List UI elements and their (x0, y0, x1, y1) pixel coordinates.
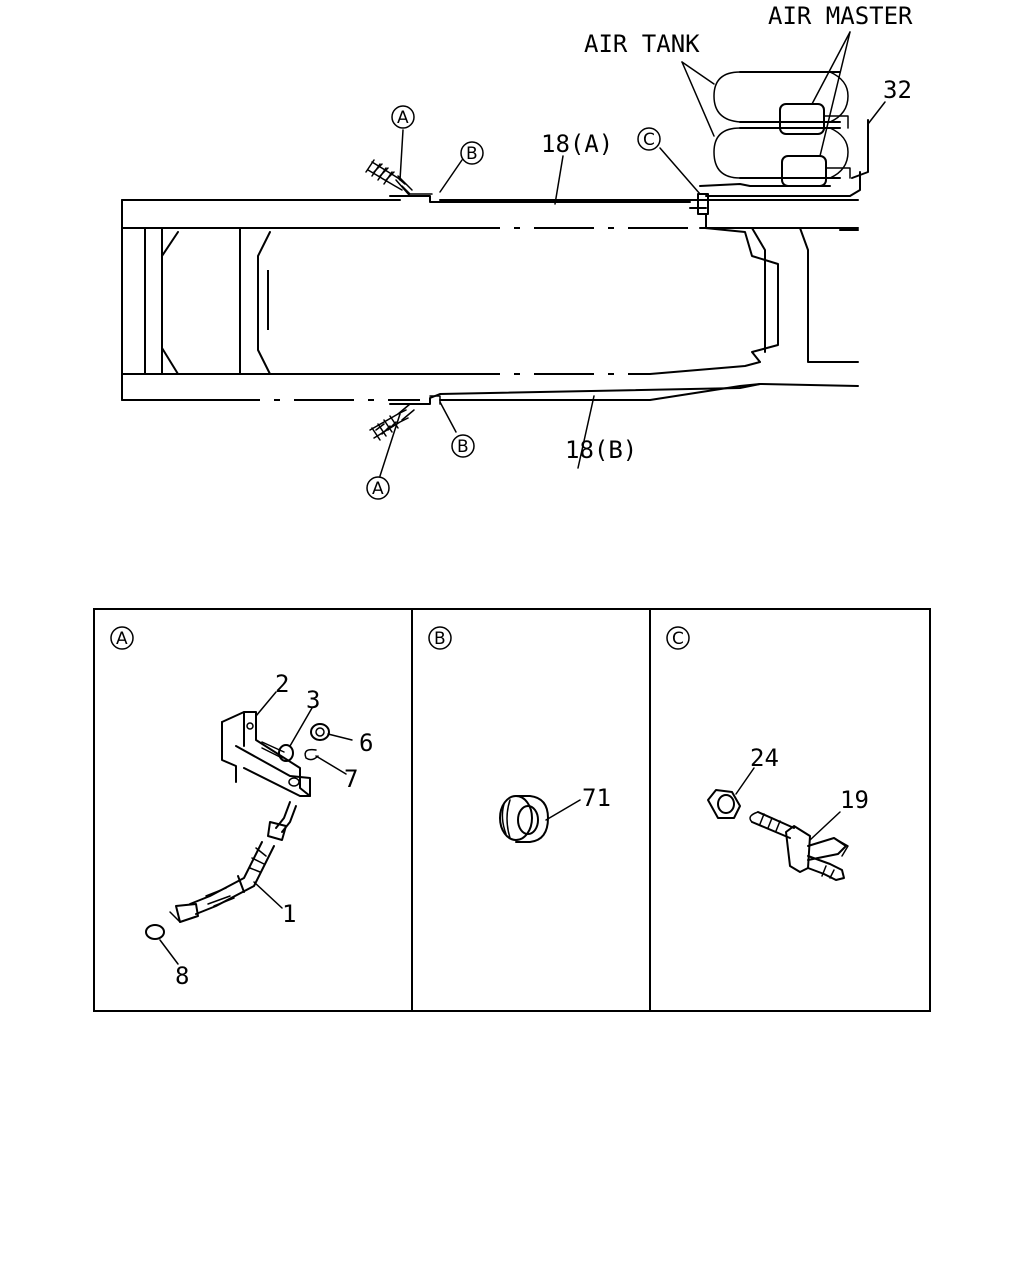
panel-b-grommet (499, 795, 581, 843)
detail-panels (93, 608, 931, 1012)
callout-24: 24 (750, 744, 779, 772)
svg-text:C: C (672, 629, 684, 649)
panel-c-marker: C (666, 626, 690, 650)
callout-32: 32 (883, 76, 912, 104)
svg-text:B: B (457, 437, 469, 457)
air-master-label: AIR MASTER (768, 2, 913, 30)
top-hose-a (365, 159, 413, 197)
callout-6: 6 (359, 729, 373, 757)
callout-18b: 18(B) (565, 436, 637, 464)
callout-71: 71 (582, 784, 611, 812)
marker-a-top: A (391, 105, 415, 129)
svg-text:B: B (434, 629, 446, 649)
callout-8: 8 (175, 962, 189, 990)
svg-text:B: B (466, 144, 478, 164)
leader-lines-top (379, 31, 886, 477)
svg-text:A: A (372, 479, 384, 499)
chassis-frame (121, 199, 859, 401)
callout-19: 19 (840, 786, 869, 814)
air-tanks (713, 71, 869, 187)
air-tank-label: AIR TANK (584, 30, 700, 58)
callout-3: 3 (306, 686, 320, 714)
marker-b-top: B (460, 141, 484, 165)
callout-1: 1 (282, 900, 296, 928)
marker-b-bottom: B (451, 434, 475, 458)
marker-a-bottom: A (366, 476, 390, 500)
svg-text:C: C (643, 130, 655, 150)
marker-c-top: C (637, 127, 661, 151)
bottom-hose-a (369, 403, 415, 441)
callout-2: 2 (275, 670, 289, 698)
callout-7: 7 (344, 765, 358, 793)
panel-c-parts (707, 767, 849, 881)
svg-text:A: A (116, 629, 128, 649)
callout-18a: 18(A) (541, 130, 613, 158)
svg-text:A: A (397, 108, 409, 128)
panel-a-parts (145, 691, 353, 965)
panel-b-marker: B (428, 626, 452, 650)
panel-a-marker: A (110, 626, 134, 650)
